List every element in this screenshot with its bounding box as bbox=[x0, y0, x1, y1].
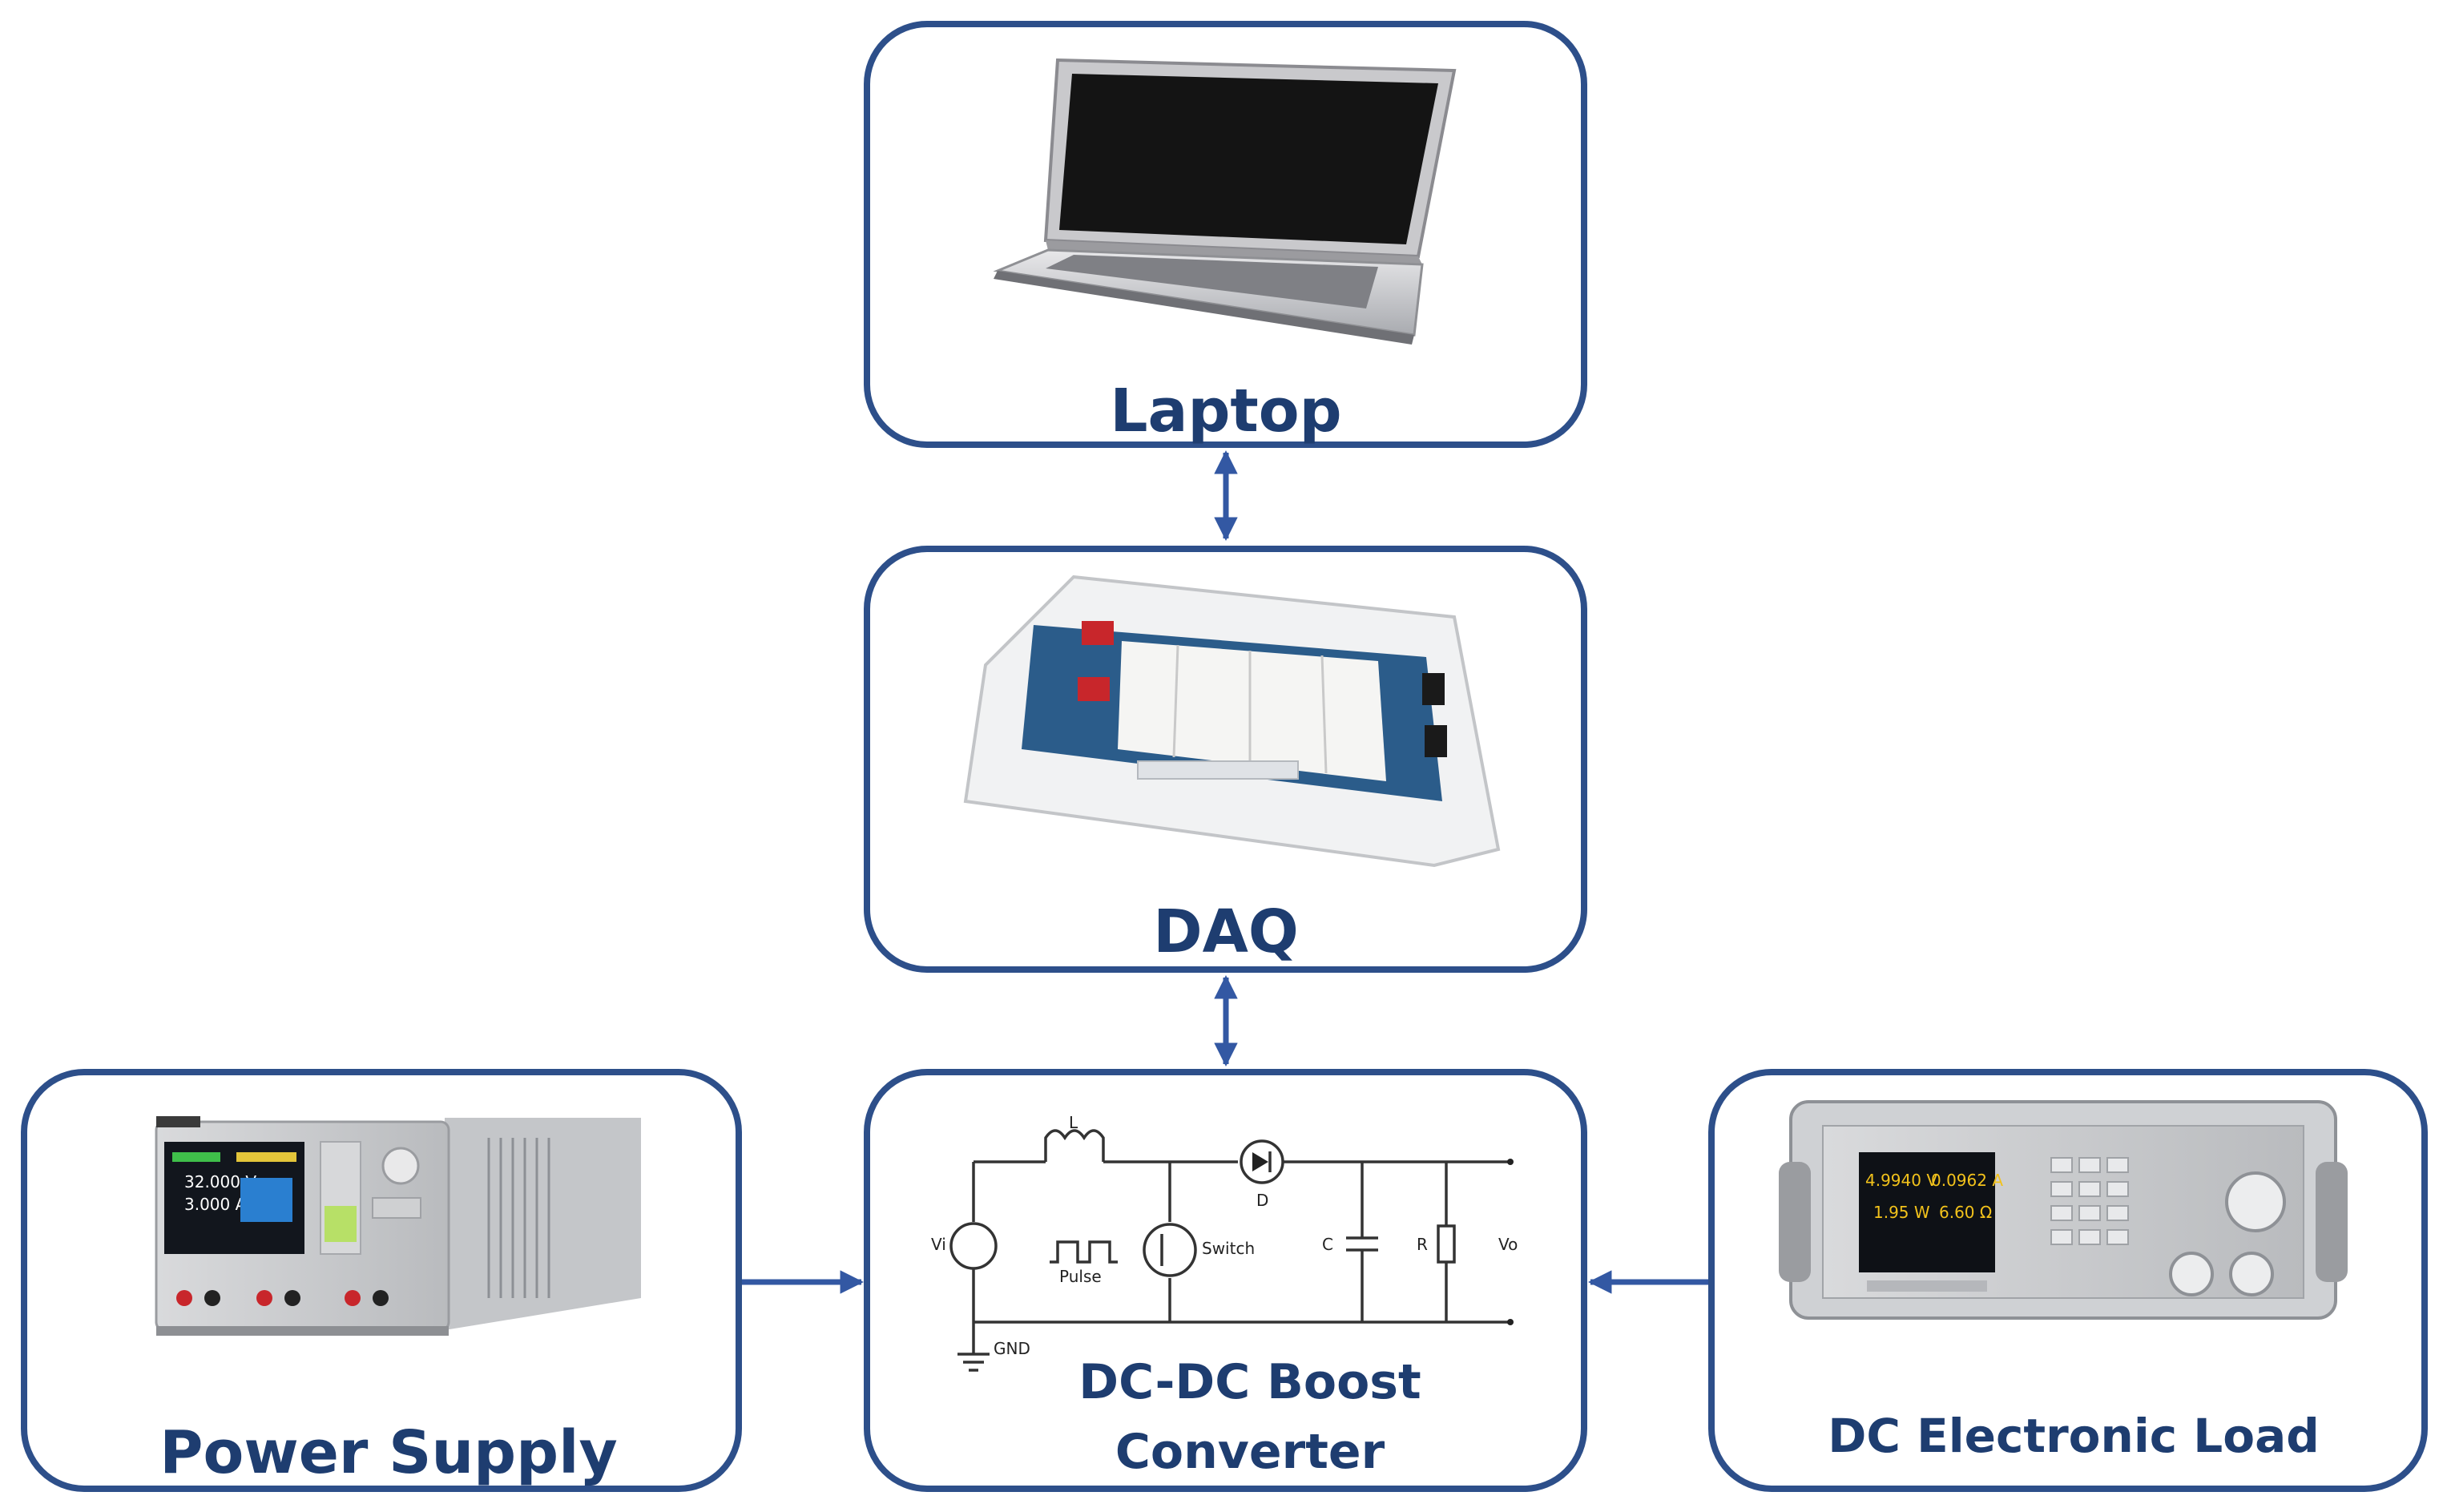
schematic-label-diode: D bbox=[1256, 1191, 1268, 1210]
boost-converter-label-line2: Converter bbox=[1115, 1424, 1385, 1480]
schematic-label-inductor: L bbox=[1069, 1113, 1078, 1132]
load-display-current: 0.0962 A bbox=[1931, 1171, 2003, 1190]
schematic-label-switch: Switch bbox=[1202, 1239, 1255, 1258]
schematic-label-source: Vi bbox=[931, 1235, 946, 1254]
electronic-load-label: DC Electronic Load bbox=[1828, 1409, 2320, 1463]
schematic-label-capacitor: C bbox=[1322, 1235, 1333, 1254]
node-electronic-load: 4.9940 V 0.0962 A 1.95 W 6.60 Ω DC Elect… bbox=[1708, 1069, 2428, 1492]
boost-converter-schematic: L D C R Vi Vo Pulse Switch GND bbox=[931, 1113, 1518, 1372]
daq-board-icon bbox=[963, 575, 1501, 868]
boost-converter-label-line1: DC-DC Boost bbox=[1078, 1354, 1421, 1410]
power-supply-label: Power Supply bbox=[159, 1418, 617, 1487]
node-boost-converter: L D C R Vi Vo Pulse Switch GND DC-DC Boo… bbox=[864, 1069, 1587, 1492]
schematic-label-resistor: R bbox=[1417, 1235, 1428, 1254]
node-power-supply: 32.000 V 3.000 A Power Supply bbox=[21, 1069, 742, 1492]
node-laptop: Laptop bbox=[864, 21, 1587, 448]
load-display-voltage: 4.9940 V bbox=[1865, 1171, 1937, 1190]
schematic-label-output: Vo bbox=[1498, 1235, 1518, 1254]
laptop-icon bbox=[993, 58, 1457, 345]
power-supply-display-line2: 3.000 A bbox=[184, 1195, 247, 1214]
schematic-label-ground: GND bbox=[994, 1339, 1030, 1358]
load-display-resistance: 6.60 Ω bbox=[1939, 1203, 1992, 1222]
node-daq: DAQ bbox=[864, 546, 1587, 973]
schematic-label-pulse: Pulse bbox=[1059, 1267, 1102, 1286]
laptop-label: Laptop bbox=[1110, 377, 1341, 446]
power-supply-icon: 32.000 V 3.000 A bbox=[155, 1116, 641, 1336]
load-display-power: 1.95 W bbox=[1873, 1203, 1930, 1222]
electronic-load-icon: 4.9940 V 0.0962 A 1.95 W 6.60 Ω bbox=[1779, 1100, 2348, 1320]
daq-label: DAQ bbox=[1153, 897, 1299, 966]
